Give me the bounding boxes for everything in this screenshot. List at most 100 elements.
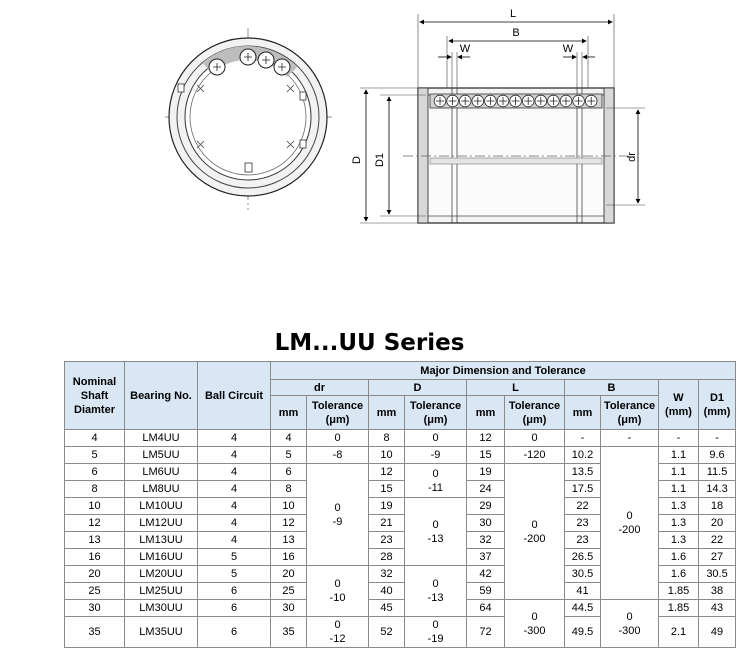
cell-D: 28 bbox=[368, 548, 405, 566]
cell-dr-tol: -8 bbox=[306, 446, 369, 464]
tol-lower: -19 bbox=[427, 633, 444, 645]
ball-cross bbox=[562, 97, 570, 105]
cell-shaft: 16 bbox=[64, 548, 125, 566]
cell-L: 29 bbox=[466, 497, 505, 515]
ball-cross bbox=[587, 97, 596, 105]
tol-upper: 0 bbox=[626, 610, 633, 623]
ball-cross bbox=[499, 97, 507, 105]
ball-cross bbox=[511, 97, 520, 105]
tol-upper: 0 bbox=[531, 518, 538, 531]
cell-L-tol-group2: 0-300 bbox=[504, 599, 565, 648]
cell-circuit: 4 bbox=[197, 480, 271, 498]
table-body: 4 LM4UU 4 4 0 8 0 12 0 - - - - 5 LM5UU 4… bbox=[64, 429, 737, 648]
cell-B-tol-group1: 0-200 bbox=[600, 446, 659, 600]
cell-bearing: LM25UU bbox=[124, 582, 198, 600]
cell-L: 32 bbox=[466, 531, 505, 549]
cell-B-tol: - bbox=[600, 429, 659, 447]
cell-W: 1.3 bbox=[658, 531, 699, 549]
tol-lower: -13 bbox=[427, 532, 444, 545]
header-L: L bbox=[466, 379, 565, 396]
cell-shaft: 10 bbox=[64, 497, 125, 515]
cell-circuit: 6 bbox=[197, 616, 271, 648]
header-ball-circuit: Ball Circuit bbox=[197, 361, 271, 430]
tol-upper: 0 bbox=[432, 619, 439, 631]
cell-circuit: 6 bbox=[197, 582, 271, 600]
table-row: 35 LM35UU 6 35 0-12 52 0-19 72 49.5 2.1 … bbox=[64, 616, 737, 648]
table-row: 4 LM4UU 4 4 0 8 0 12 0 - - - - bbox=[64, 429, 737, 447]
tol-lower: -11 bbox=[427, 481, 444, 494]
cell-L: 15 bbox=[466, 446, 505, 464]
cell-W: 1.1 bbox=[658, 463, 699, 481]
ball-cross bbox=[574, 97, 583, 105]
cell-W: 1.85 bbox=[658, 582, 699, 600]
tol-lower: -13 bbox=[427, 592, 444, 604]
cell-B: - bbox=[564, 429, 601, 447]
dim-label-L: L bbox=[510, 8, 516, 20]
tol-lower: -300 bbox=[618, 624, 641, 637]
cell-D: 19 bbox=[368, 497, 405, 515]
cell-L: 72 bbox=[466, 616, 505, 648]
cell-L: 19 bbox=[466, 463, 505, 481]
cell-D-tol-group1: 0-11 bbox=[404, 463, 467, 498]
cell-B: 49.5 bbox=[564, 616, 601, 648]
cell-W: 1.1 bbox=[658, 446, 699, 464]
cell-L: 42 bbox=[466, 565, 505, 583]
cell-dr: 25 bbox=[270, 582, 307, 600]
cell-D-tol: -9 bbox=[404, 446, 467, 464]
ball-cross bbox=[448, 97, 457, 105]
cell-bearing: LM12UU bbox=[124, 514, 198, 532]
cell-L-tol: -120 bbox=[504, 446, 565, 464]
table-row: 30 LM30UU 6 30 45 64 0-300 44.5 0-300 1.… bbox=[64, 599, 737, 648]
dim-label-B: B bbox=[512, 27, 519, 39]
cell-L: 64 bbox=[466, 599, 505, 617]
cell-D1: 9.6 bbox=[697, 446, 737, 464]
cell-dr: 6 bbox=[270, 463, 307, 481]
table-row: 25 LM25UU 6 25 40 59 41 1.85 38 bbox=[64, 582, 737, 600]
cell-dr: 13 bbox=[270, 531, 307, 549]
cell-shaft: 4 bbox=[64, 429, 125, 447]
ball-cross bbox=[486, 97, 495, 105]
header-D1: D1 (mm) bbox=[697, 379, 737, 430]
cell-shaft: 6 bbox=[64, 463, 125, 481]
cell-circuit: 4 bbox=[197, 446, 271, 464]
cell-D: 52 bbox=[368, 616, 405, 648]
cell-bearing: LM4UU bbox=[124, 429, 198, 447]
cell-circuit: 5 bbox=[197, 548, 271, 566]
cell-D: 10 bbox=[368, 446, 405, 464]
cell-L-tol: 0 bbox=[504, 429, 565, 447]
cell-bearing: LM8UU bbox=[124, 480, 198, 498]
end-view bbox=[165, 28, 332, 210]
cell-bearing: LM20UU bbox=[124, 565, 198, 583]
cell-circuit: 4 bbox=[197, 531, 271, 549]
table-row: 16 LM16UU 5 16 28 37 26.5 1.6 27 bbox=[64, 548, 737, 566]
cell-B: 44.5 bbox=[564, 599, 601, 617]
cell-D-tol-group2: 0-13 bbox=[404, 497, 467, 566]
header-dr-mm: mm bbox=[270, 395, 307, 430]
cell-D: 45 bbox=[368, 599, 405, 617]
header-B: B bbox=[564, 379, 659, 396]
cell-dr: 4 bbox=[270, 429, 307, 447]
cell-dr: 30 bbox=[270, 599, 307, 617]
cell-dr: 12 bbox=[270, 514, 307, 532]
tol-upper: 0 bbox=[432, 518, 439, 531]
cell-B: 22 bbox=[564, 497, 601, 515]
dim-label-dr: dr bbox=[626, 152, 638, 162]
cell-D: 23 bbox=[368, 531, 405, 549]
cell-circuit: 4 bbox=[197, 429, 271, 447]
cell-dr: 10 bbox=[270, 497, 307, 515]
cell-circuit: 6 bbox=[197, 599, 271, 617]
header-D-mm: mm bbox=[368, 395, 405, 430]
cell-L: 37 bbox=[466, 548, 505, 566]
cell-bearing: LM35UU bbox=[124, 616, 198, 648]
cell-shaft: 25 bbox=[64, 582, 125, 600]
cell-D: 8 bbox=[368, 429, 405, 447]
tol-lower: -300 bbox=[523, 624, 546, 637]
ball-cross bbox=[549, 97, 558, 105]
cell-shaft: 5 bbox=[64, 446, 125, 464]
cell-D-tol-group4: 0-19 bbox=[404, 616, 467, 648]
cell-dr: 8 bbox=[270, 480, 307, 498]
header-W: W (mm) bbox=[658, 379, 699, 430]
cell-dr: 16 bbox=[270, 548, 307, 566]
cell-W: - bbox=[658, 429, 699, 447]
cell-D: 40 bbox=[368, 582, 405, 600]
